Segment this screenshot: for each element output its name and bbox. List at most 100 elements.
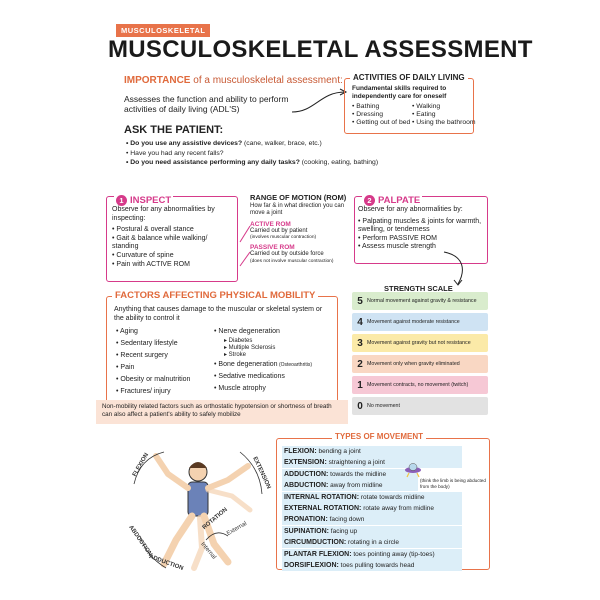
movement-type-name: FLEXION: [284,448,317,455]
passive-rom-body: Carried out by outside force [250,251,324,258]
importance-body: Assesses the function and ability to per… [124,94,289,114]
factors-list-left: • Aging • Sedentary lifestyle • Recent s… [116,326,190,398]
factor-item: • Fractures/ injury [116,388,171,395]
adl-item: • Bathing [352,103,380,110]
strength-grade: 5 [357,295,363,307]
movement-type-row: DORSIFLEXION: toes pulling towards head [282,560,462,571]
strength-description: Movement contracts, no movement (twitch) [367,382,469,388]
movement-type-description: straightening a joint [326,459,385,467]
movement-type-name: PRONATION: [284,516,328,524]
factor-item: • Sedentary lifestyle [116,340,178,347]
palpate-item: • Assess muscle strength [358,243,436,251]
ufo-note: (think the limb is being abducted from t… [420,478,486,489]
movement-type-row: INTERNAL ROTATION: rotate towards midlin… [282,491,462,503]
arrow-to-adl-icon [291,88,348,113]
factor-item: • Aging [116,328,138,335]
movement-type-name: EXTERNAL ROTATION: [284,505,362,512]
factor-item: • Nerve degeneration [214,328,280,335]
adl-item: • Walking [412,103,441,110]
page-title: MUSCULOSKELETAL ASSESSMENT [108,36,533,63]
movement-type-name: INTERNAL ROTATION: [284,493,360,501]
strength-grade: 4 [357,316,363,328]
rom-intro: How far & in what direction you can move… [250,203,345,217]
adl-title: ACTIVITIES OF DAILY LIVING [350,73,468,82]
adl-subtitle: Fundamental skills required to independe… [352,85,447,100]
factors-intro: Anything that causes damage to the muscu… [114,306,323,322]
inspect-item: • Pain with ACTIVE ROM [112,260,190,268]
movement-type-row: PRONATION: facing down [282,514,462,526]
inspect-item: • Gait & balance while walking/ standing [112,234,208,251]
step-number-badge: 2 [364,195,375,206]
ask-question-note: (cooking, eating, bathing) [299,159,379,166]
active-rom-note: (involves muscular contraction) [250,235,317,241]
palpate-item: • Perform PASSIVE ROM [358,234,437,242]
movement-type-name: EXTENSION: [284,459,327,467]
strength-description: Movement against gravity but not resista… [367,340,471,346]
movement-type-description: facing up [328,527,358,535]
ask-question: • Do you need assistance performing any … [126,158,378,168]
movement-type-name: ADDUCTION: [284,470,329,478]
factor-item-main: • Bone degeneration [214,361,278,368]
adl-item: • Eating [412,111,436,118]
factor-subitem: ▸ Stroke [224,352,247,358]
factor-item-note: (Osteoarthritis) [277,362,313,368]
movement-type-name: DORSIFLEXION: [284,562,339,569]
movement-type-description: toes pulling towards head [338,562,415,569]
strength-description: Normal movement against gravity & resist… [367,298,477,304]
movement-type-row: EXTENSION: straightening a joint [282,457,462,469]
adl-list-right: • Walking • Eating • Using the bathroom [412,103,476,127]
importance-heading-bold: IMPORTANCE [124,75,191,86]
rom-title: RANGE OF MOTION (ROM) [250,193,347,202]
factor-item: • Pain [116,364,135,371]
inspect-item: • Curvature of spine [112,251,174,259]
adl-list-left: • Bathing • Dressing • Getting out of be… [352,103,410,127]
factor-subitem: ▸ Diabetes [224,338,253,344]
strength-description: Movement only when gravity eliminated [367,361,460,367]
step-number-badge: 1 [116,195,127,206]
movement-type-description: toes pointing away (tip-toes) [351,550,435,558]
strength-row: 5 Normal movement against gravity & resis… [352,292,488,310]
ask-question-main: • Do you use any assistive devices? [126,140,243,147]
importance-heading: IMPORTANCE of a musculoskeletal assessme… [124,75,343,86]
movement-type-name: PLANTAR FLEXION: [284,550,352,558]
passive-rom-note: (does not involve muscular contraction) [250,258,334,264]
passive-rom-title: PASSIVE ROM [250,244,295,252]
palpate-body: Observe for any abnormalities by: • Palp… [358,206,486,252]
factor-item: • Obesity or malnutrition [116,376,191,383]
movement-type-row: CIRCUMDUCTION: rotating in a circle [282,537,462,549]
factor-subitem: ▸ Multiple Sclerosis [224,345,276,351]
movement-type-description: away from midline [328,482,383,490]
factor-item: • Bone degeneration (Osteoarthritis) [214,359,312,371]
movement-type-description: bending a joint [316,448,361,455]
ask-patient-list: • Do you use any assistive devices? (can… [126,139,378,168]
inspect-title: INSPECT [130,195,172,206]
adl-item: • Getting out of bed [352,119,411,126]
palpate-item: • Palpating muscles & joints for warmth,… [358,217,482,234]
movement-type-description: rotating in a circle [346,539,399,547]
strength-grade: 3 [357,337,363,349]
palpate-intro: Observe for any abnormalities by: [358,206,463,213]
strength-grade: 0 [357,400,363,412]
strength-row: 3 Movement against gravity but not resist… [352,334,488,352]
adl-item: • Dressing [352,111,384,118]
movement-type-name: CIRCUMDUCTION: [284,539,347,547]
strength-row: 1 Movement contracts, no movement (twitch… [352,376,488,394]
movement-type-row: ADDUCTION: towards the midline [282,468,418,480]
strength-grade: 1 [357,379,363,391]
ask-patient-heading: ASK THE PATIENT: [124,124,224,136]
movement-type-description: facing down [327,516,365,524]
movement-type-row: EXTERNAL ROTATION: rotate away from midl… [282,503,462,514]
inspect-intro: Observe for any abnormalities by inspect… [112,206,215,222]
active-rom-title: ACTIVE ROM [250,220,291,228]
inspect-body: Observe for any abnormalities by inspect… [112,206,234,269]
ufo-icon [405,463,421,478]
body-movement-figure-icon [133,451,263,571]
factors-list-right: • Nerve degeneration ▸ Diabetes ▸ Multip… [214,326,312,395]
movement-type-description: rotate away from midline [361,505,435,512]
ask-question-note: (cane, walker, brace, etc.) [242,140,322,147]
factor-item: • Recent surgery [116,352,168,359]
factors-note: Non-mobility related factors such as ort… [96,400,348,424]
strength-description: No movement [367,403,400,409]
